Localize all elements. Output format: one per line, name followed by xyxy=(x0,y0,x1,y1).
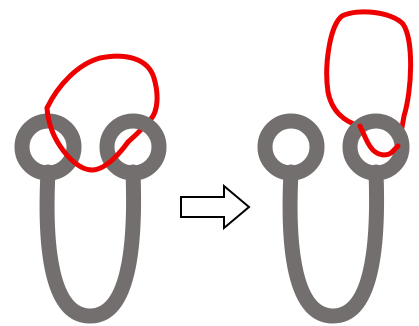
right-clip-legs xyxy=(290,172,377,316)
after-panel xyxy=(265,12,411,316)
right-arrow-icon xyxy=(181,186,249,228)
left-clip-legs xyxy=(47,172,134,316)
before-panel xyxy=(22,56,159,316)
